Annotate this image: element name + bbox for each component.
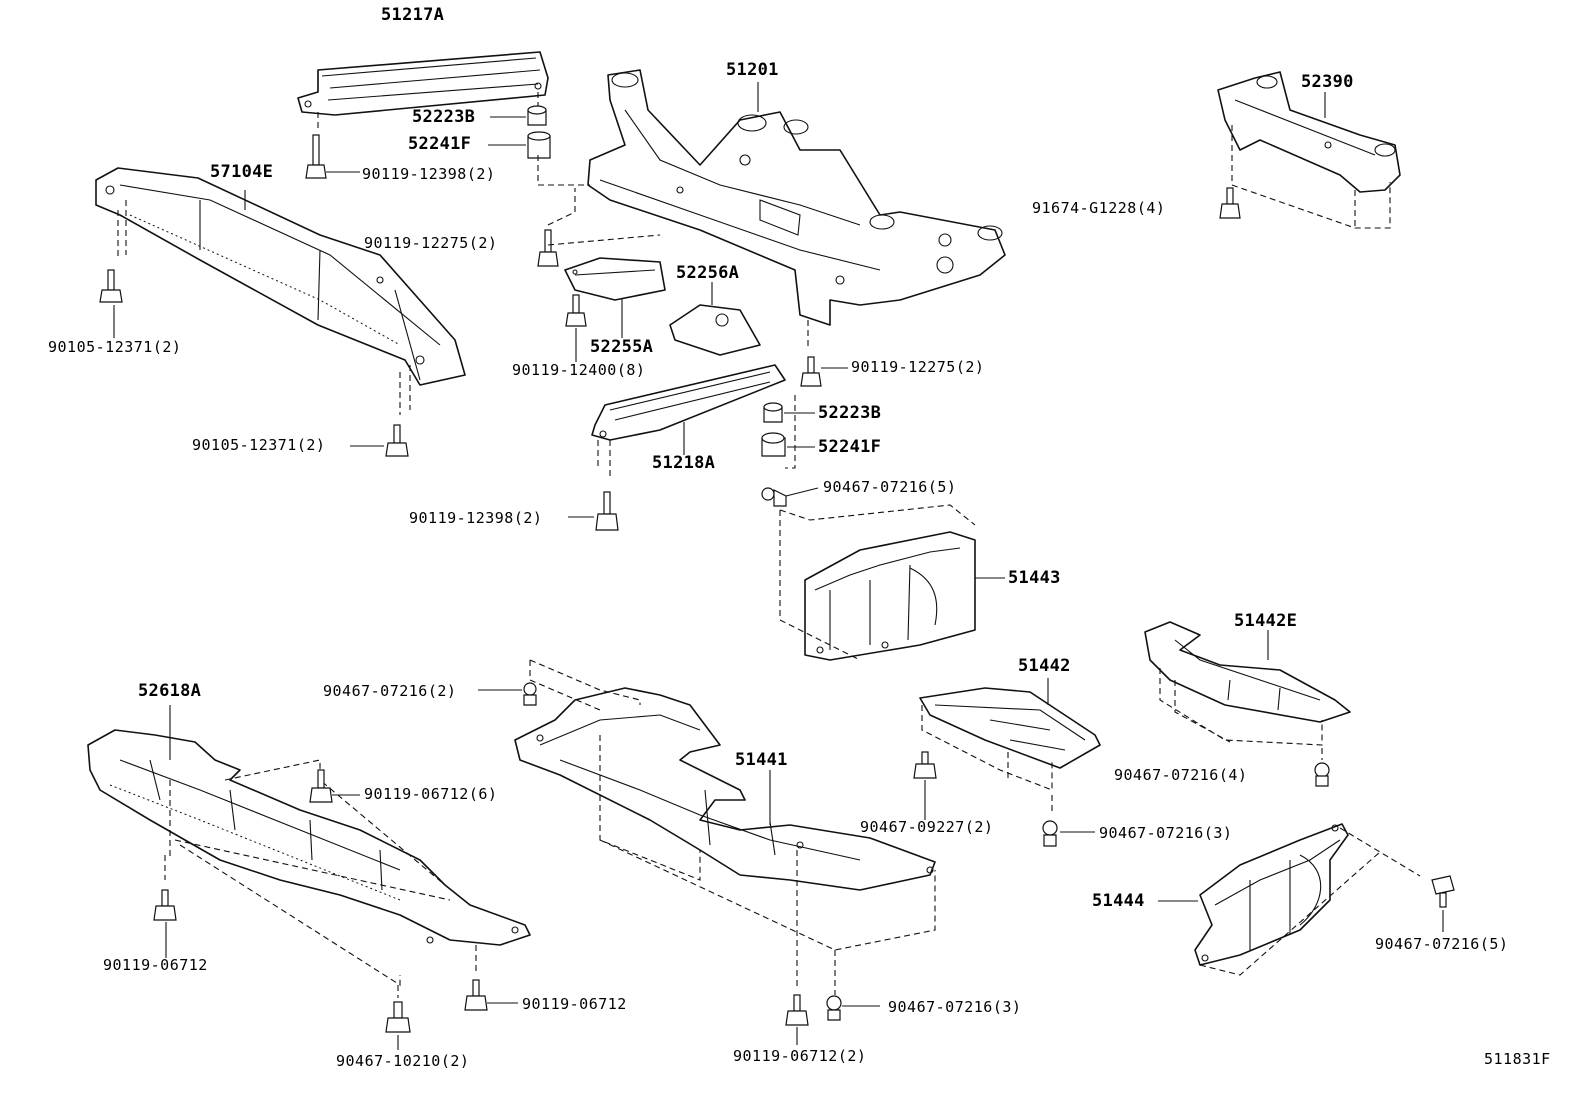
label-51218A: 51218A xyxy=(652,453,716,473)
diagram-id: 511831F xyxy=(1484,1050,1551,1068)
label-51441: 51441 xyxy=(735,750,788,770)
label-52255A: 52255A xyxy=(590,337,654,357)
label-90467-07216-4: 90467-07216(4) xyxy=(1114,766,1248,784)
label-51217A: 51217A xyxy=(381,5,445,25)
label-90467-07216-3a: 90467-07216(3) xyxy=(1099,824,1233,842)
part-51441-undercover xyxy=(514,687,936,891)
bolt-icon xyxy=(1431,875,1455,908)
clip-icon xyxy=(1314,762,1330,787)
part-52255A-plate xyxy=(564,257,666,301)
label-90119-12398-top: 90119-12398(2) xyxy=(362,165,496,183)
part-52256A-plate xyxy=(669,304,761,356)
part-51442E-cover xyxy=(1144,621,1351,723)
label-90467-10210: 90467-10210(2) xyxy=(336,1052,470,1070)
bolt-icon xyxy=(99,269,123,303)
bolt-icon xyxy=(385,1001,411,1033)
label-90119-06712-mid: 90119-06712 xyxy=(522,995,627,1013)
label-57104E: 57104E xyxy=(210,162,274,182)
label-90467-07216-5b: 90467-07216(5) xyxy=(1375,935,1509,953)
label-51201: 51201 xyxy=(726,60,779,80)
part-57104E-crossmember xyxy=(95,167,466,386)
bolt-icon xyxy=(565,294,587,327)
cushion-icon xyxy=(763,402,783,423)
label-90119-06712-6: 90119-06712(6) xyxy=(364,785,498,803)
label-91674-G1228: 91674-G1228(4) xyxy=(1032,199,1166,217)
label-51444: 51444 xyxy=(1092,891,1145,911)
label-90119-12398-mid: 90119-12398(2) xyxy=(409,509,543,527)
clip-icon xyxy=(523,682,537,706)
bolt-icon xyxy=(1219,187,1241,219)
label-90105-12371-left: 90105-12371(2) xyxy=(48,338,182,356)
label-90467-07216-5a: 90467-07216(5) xyxy=(823,478,957,496)
bolt-icon xyxy=(595,491,619,531)
part-51217A-bracket xyxy=(297,51,549,116)
label-90119-12275-right: 90119-12275(2) xyxy=(851,358,985,376)
bolt-icon xyxy=(309,769,333,803)
part-51443-cover xyxy=(804,531,976,661)
label-52241F-top: 52241F xyxy=(408,134,472,154)
cushion-icon xyxy=(527,105,547,126)
bolt-icon xyxy=(464,979,488,1011)
bolt-icon xyxy=(305,134,327,179)
label-52390: 52390 xyxy=(1301,72,1354,92)
label-90467-07216-2: 90467-07216(2) xyxy=(323,682,457,700)
bolt-icon xyxy=(785,994,809,1026)
bolt-icon xyxy=(537,229,559,267)
label-90119-12400: 90119-12400(8) xyxy=(512,361,646,379)
bolt-icon xyxy=(153,889,177,921)
label-51443: 51443 xyxy=(1008,568,1061,588)
part-51201-subframe xyxy=(587,69,1006,326)
cushion-icon xyxy=(527,131,551,159)
label-52256A: 52256A xyxy=(676,263,740,283)
bolt-icon xyxy=(800,356,822,387)
label-90119-06712-left: 90119-06712 xyxy=(103,956,208,974)
clip-icon xyxy=(826,995,842,1021)
label-90119-06712-2: 90119-06712(2) xyxy=(733,1047,867,1065)
label-52241F-mid: 52241F xyxy=(818,437,882,457)
part-52390-crossmember xyxy=(1217,71,1401,193)
part-51442-cover xyxy=(919,687,1101,769)
label-90467-07216-3b: 90467-07216(3) xyxy=(888,998,1022,1016)
cushion-icon xyxy=(761,432,786,457)
part-52618A-undercover xyxy=(87,729,531,946)
clip-icon xyxy=(761,487,787,507)
label-52223B-mid: 52223B xyxy=(818,403,882,423)
clip-icon xyxy=(1042,820,1058,847)
part-51218A-brace xyxy=(591,364,786,441)
label-51442: 51442 xyxy=(1018,656,1071,676)
label-90105-12371-mid: 90105-12371(2) xyxy=(192,436,326,454)
bolt-icon xyxy=(385,424,409,457)
part-51444-cover xyxy=(1194,823,1349,966)
label-52223B-top: 52223B xyxy=(412,107,476,127)
label-90119-12275-left: 90119-12275(2) xyxy=(364,234,498,252)
label-90467-09227: 90467-09227(2) xyxy=(860,818,994,836)
bolt-icon xyxy=(913,751,937,779)
label-52618A: 52618A xyxy=(138,681,202,701)
label-51442E: 51442E xyxy=(1234,611,1298,631)
